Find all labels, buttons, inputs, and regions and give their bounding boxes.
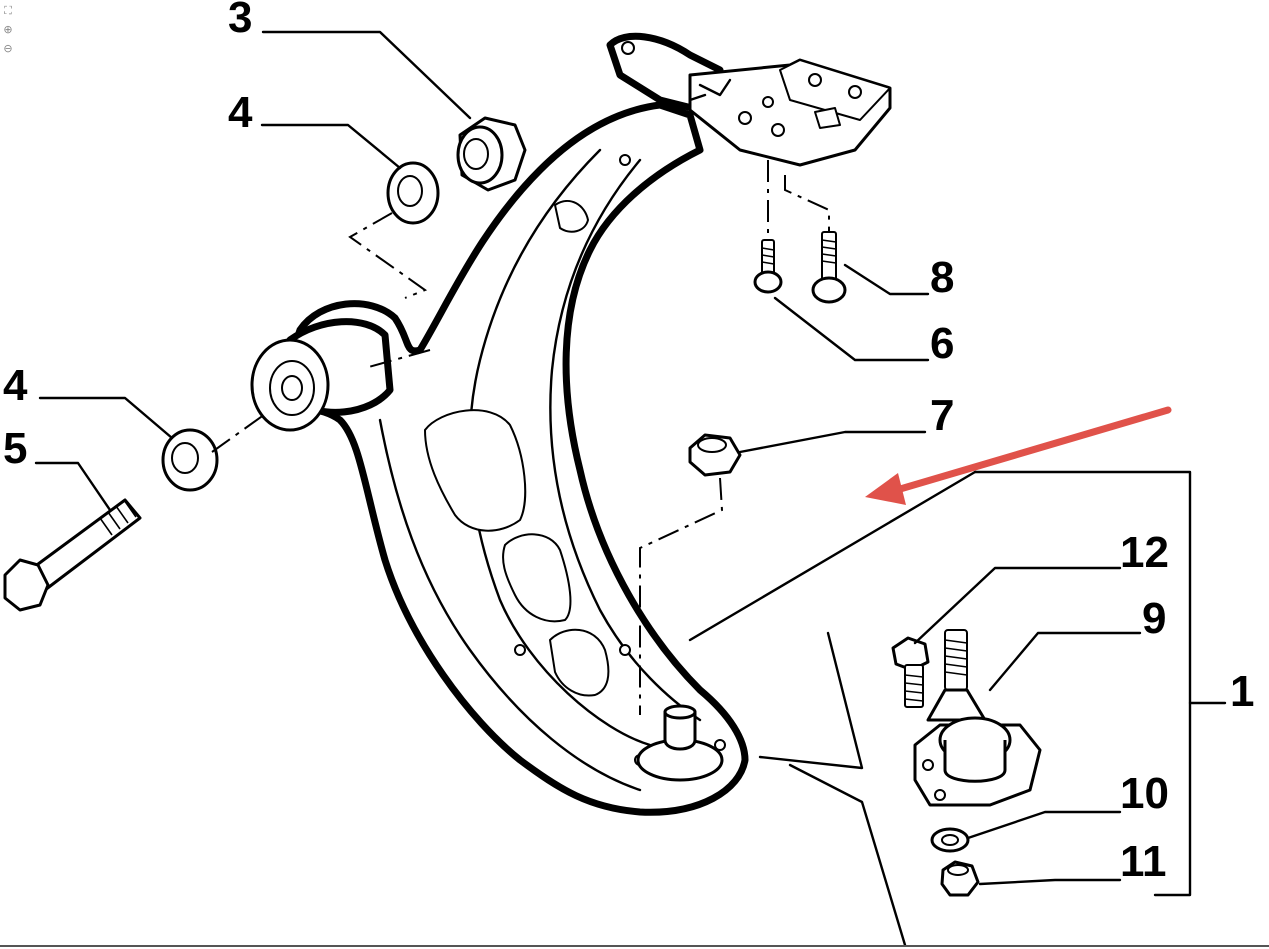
part-3-nut: [456, 116, 527, 192]
part-8-bolt: [811, 231, 847, 304]
callout-3: 3: [228, 0, 252, 42]
part-5-bolt: [3, 498, 142, 612]
callout-6: 6: [930, 319, 954, 368]
part-4-washer-upper: [386, 161, 440, 225]
viewer-toolbar: ⛶ ⊕ ⊖: [2, 4, 16, 61]
callout-8: 8: [930, 253, 954, 302]
page-bottom-rule: [0, 945, 1269, 947]
callout-10: 10: [1120, 769, 1169, 818]
part-10-washer: [930, 827, 970, 853]
zoom-out-icon[interactable]: ⊖: [3, 42, 13, 55]
part-11-nut: [940, 860, 980, 897]
callout-7: 7: [930, 391, 954, 440]
callout-1: 1: [1230, 667, 1254, 716]
control-arm: [274, 101, 749, 816]
leader-lines: [34, 30, 1227, 947]
zoom-in-icon[interactable]: ⊕: [3, 23, 13, 36]
part-9-ball-joint: [913, 629, 1042, 807]
callout-5: 5: [3, 424, 27, 473]
highlight-arrow: [865, 406, 1172, 505]
callout-4-upper: 4: [228, 88, 253, 137]
fit-page-icon[interactable]: ⛶: [4, 4, 12, 17]
front-bushing: [250, 318, 394, 432]
rear-bracket: [606, 32, 892, 167]
part-4-washer-lower: [161, 428, 219, 492]
part-6-bolt: [753, 239, 783, 294]
part-7-nut: [688, 433, 742, 477]
callout-labels: 3 4 4 5 8 6 7 12 9 1 10 11: [3, 0, 1254, 886]
callout-4-lower: 4: [3, 361, 28, 410]
assembly-lines: [211, 160, 830, 715]
part-12-bolt: [891, 636, 930, 708]
callout-11: 11: [1120, 837, 1167, 886]
callout-9: 9: [1142, 594, 1166, 643]
callout-12: 12: [1120, 528, 1169, 577]
